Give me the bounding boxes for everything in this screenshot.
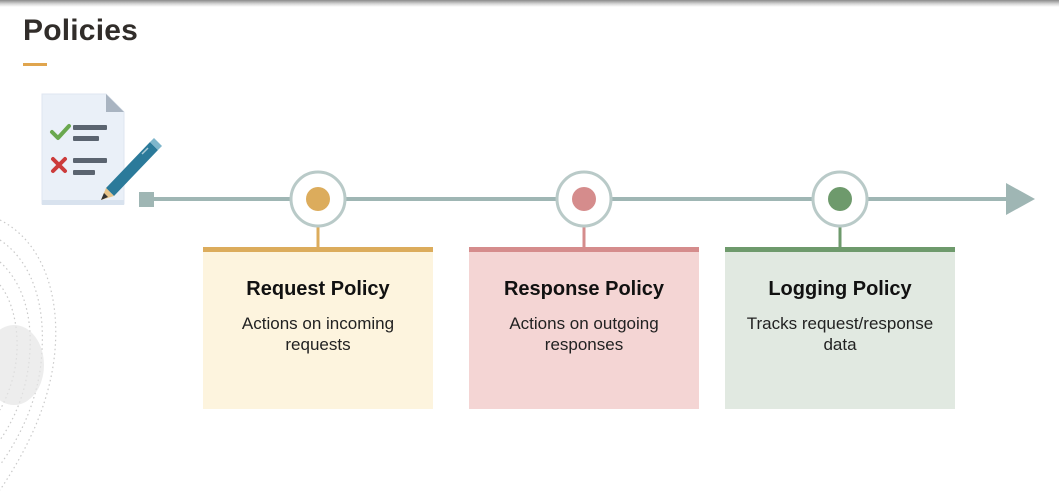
top-border bbox=[0, 0, 1059, 7]
pen-icon bbox=[101, 138, 162, 200]
arrow-right-icon bbox=[1006, 183, 1035, 215]
title-underline bbox=[23, 63, 47, 66]
card-title: Response Policy bbox=[503, 278, 665, 300]
decorative-contour-pattern bbox=[0, 219, 57, 491]
card-description: Actions on incoming requests bbox=[241, 314, 395, 354]
policy-checklist-document-icon bbox=[41, 93, 162, 205]
card-description: Tracks request/response data bbox=[746, 314, 934, 354]
logging-policy-card: Logging Policy Tracks request/response d… bbox=[725, 247, 955, 409]
timeline-node-logging bbox=[811, 170, 869, 249]
check-icon bbox=[50, 124, 71, 140]
timeline-start-marker bbox=[139, 192, 154, 207]
x-mark-icon bbox=[51, 157, 67, 173]
page-title: Policies bbox=[23, 14, 138, 47]
response-policy-card: Response Policy Actions on outgoing resp… bbox=[469, 247, 699, 409]
card-title: Request Policy bbox=[246, 278, 390, 300]
timeline-node-response bbox=[555, 170, 613, 249]
request-policy-card: Request Policy Actions on incoming reque… bbox=[203, 247, 433, 409]
card-title: Logging Policy bbox=[768, 278, 912, 300]
card-description: Actions on outgoing responses bbox=[509, 314, 659, 354]
timeline-node-request bbox=[289, 170, 347, 249]
